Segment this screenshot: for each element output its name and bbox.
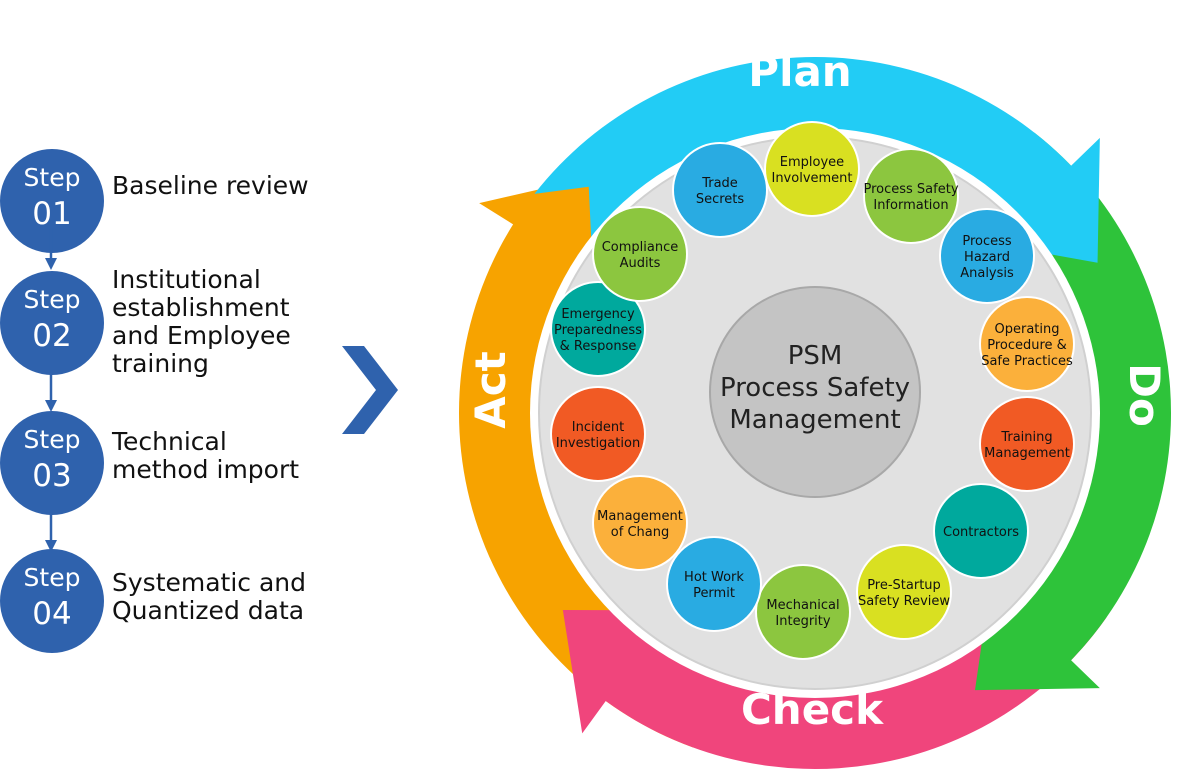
step-word: Step — [23, 425, 81, 454]
element-label: Involvement — [771, 171, 852, 186]
element-circle — [979, 396, 1075, 492]
element-circle — [550, 386, 646, 482]
down-arrow-icon — [45, 228, 57, 270]
step-number: 04 — [32, 596, 72, 632]
element-circle — [755, 564, 851, 660]
step-01-label: Baseline review — [112, 171, 309, 200]
phase-labels: Plan Do Check Act — [466, 47, 1169, 734]
do-label: Do — [1120, 363, 1169, 427]
element-label: of Chang — [611, 525, 669, 540]
element-circle — [933, 483, 1029, 579]
do-arrow — [975, 132, 1172, 691]
element-label: & Response — [560, 339, 637, 354]
element-label: Hot Work — [684, 570, 744, 585]
element-label: Training — [1000, 430, 1052, 445]
pdca-arrows — [459, 57, 1172, 769]
element-label: Safety Review — [858, 594, 950, 609]
element-label: Pre-Startup — [867, 578, 941, 593]
element-circle — [939, 208, 1035, 304]
plan-arrow — [534, 57, 1100, 263]
center-subtitle-1: Process Safety — [720, 373, 910, 403]
step-number: 02 — [32, 318, 72, 354]
check-arrow — [562, 575, 1107, 769]
step-04-badge: Step 04 — [0, 549, 104, 653]
element-label: Permit — [693, 586, 735, 601]
chevron-right-icon — [342, 346, 398, 434]
element-label: Compliance — [602, 240, 679, 255]
element-circle — [856, 544, 952, 640]
element-circle — [672, 142, 768, 238]
element-label: Management — [984, 446, 1070, 461]
down-arrow-icon — [45, 370, 57, 412]
element-label: Incident — [572, 420, 624, 435]
element-label: Mechanical — [766, 598, 839, 613]
element-circle — [592, 206, 688, 302]
center-circle: PSM Process Safety Management — [709, 286, 921, 498]
step-04-label: Systematic and Quantized data — [112, 568, 307, 625]
element-label: Procedure & — [987, 338, 1067, 353]
element-circle — [979, 296, 1075, 392]
element-label: Contractors — [943, 525, 1019, 540]
element-circle — [764, 121, 860, 217]
element-label: Management — [597, 509, 683, 524]
element-label: Analysis — [960, 266, 1014, 281]
center-subtitle-2: Management — [729, 405, 900, 435]
element-circle — [592, 475, 688, 571]
element-label: Process — [962, 234, 1012, 249]
down-arrow-icon — [45, 510, 57, 552]
step-number: 01 — [32, 196, 72, 232]
element-label: Employee — [780, 155, 844, 170]
step-word: Step — [23, 285, 81, 314]
element-label: Secrets — [696, 192, 745, 207]
element-label: Audits — [620, 256, 661, 271]
step-word: Step — [23, 163, 81, 192]
element-circle — [863, 148, 959, 244]
element-label: Preparedness — [554, 323, 642, 338]
step-02-badge: Step 02 — [0, 271, 104, 375]
element-circle — [666, 536, 762, 632]
act-label: Act — [466, 351, 515, 428]
element-label: Safe Practices — [981, 354, 1073, 369]
check-label: Check — [741, 685, 884, 734]
step-03-badge: Step 03 — [0, 411, 104, 515]
element-label: Process Safety — [863, 182, 958, 197]
element-label: Emergency — [561, 307, 635, 322]
element-circle — [550, 281, 646, 377]
element-item: Contractors — [933, 483, 1029, 579]
step-word: Step — [23, 563, 81, 592]
element-label: Information — [873, 198, 948, 213]
element-label: Hazard — [964, 250, 1010, 265]
element-label: Investigation — [556, 436, 640, 451]
element-label: Operating — [995, 322, 1060, 337]
element-label: Trade — [701, 176, 738, 191]
step-number: 03 — [32, 458, 72, 494]
plan-label: Plan — [748, 47, 851, 96]
element-label: Integrity — [775, 614, 830, 629]
center-title: PSM — [788, 341, 843, 371]
step-02-label: Institutional establishment and Employee… — [112, 265, 291, 378]
act-arrow — [459, 175, 718, 748]
step-03-label: Technical method import — [112, 427, 300, 484]
